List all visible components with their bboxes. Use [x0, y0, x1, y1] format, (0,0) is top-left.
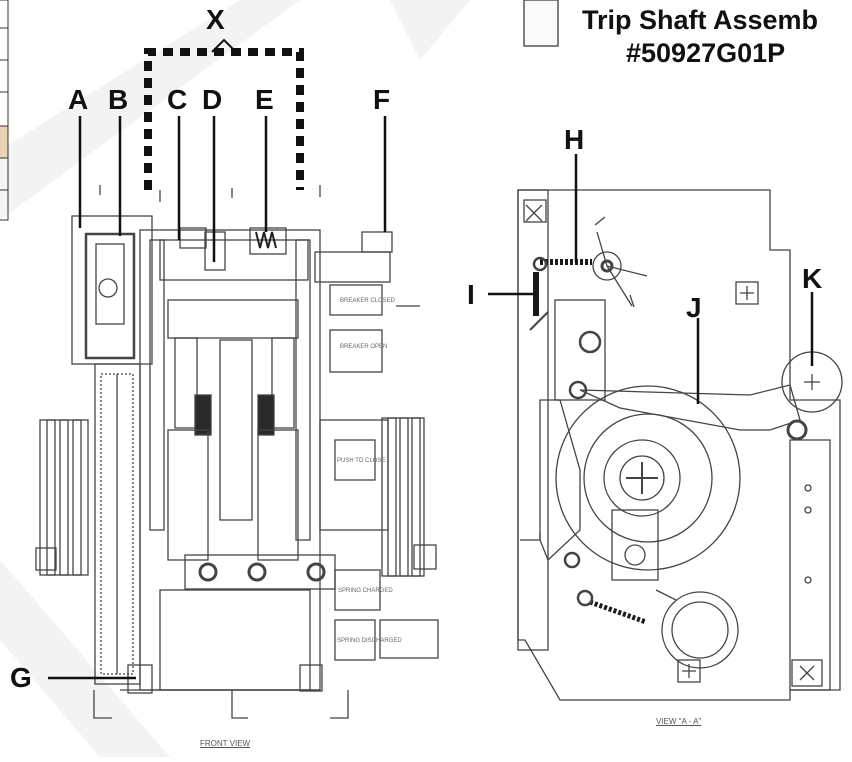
watermark — [0, 0, 470, 757]
tag-spring-charged: SPRING CHARGED — [338, 588, 393, 594]
x-bracket — [144, 48, 304, 190]
label-a: A — [68, 84, 89, 115]
label-d: D — [202, 84, 223, 115]
label-e: E — [255, 84, 274, 115]
front-view-caption: FRONT VIEW — [200, 739, 251, 748]
side-view-caption: VIEW "A - A" — [656, 717, 702, 726]
label-j: J — [686, 292, 702, 323]
label-k: K — [802, 263, 823, 294]
label-f: F — [373, 84, 391, 115]
assembly-title-line1: Trip Shaft Assemb — [582, 5, 819, 35]
side-view — [517, 189, 843, 701]
label-g: G — [10, 662, 32, 693]
front-view — [35, 38, 439, 719]
tag-spring-discharged: SPRING DISCHARGED — [337, 638, 402, 644]
label-b: B — [108, 84, 129, 115]
tag-breaker-closed: BREAKER CLOSED — [340, 298, 396, 304]
tag-breaker-open: BREAKER OPEN — [340, 344, 387, 350]
label-x: X — [206, 4, 225, 35]
tag-push-to-close: PUSH TO CLOSE — [337, 458, 385, 464]
label-h: H — [564, 124, 585, 155]
legend-swatch — [523, 0, 559, 47]
cropped-table — [0, 0, 9, 221]
front-panel-tags: BREAKER CLOSED BREAKER OPEN PUSH TO CLOS… — [337, 298, 402, 644]
label-i: I — [467, 279, 475, 310]
side-leaders — [488, 154, 814, 404]
label-c: C — [167, 84, 188, 115]
assembly-title-line2: #50927G01P — [626, 38, 786, 68]
